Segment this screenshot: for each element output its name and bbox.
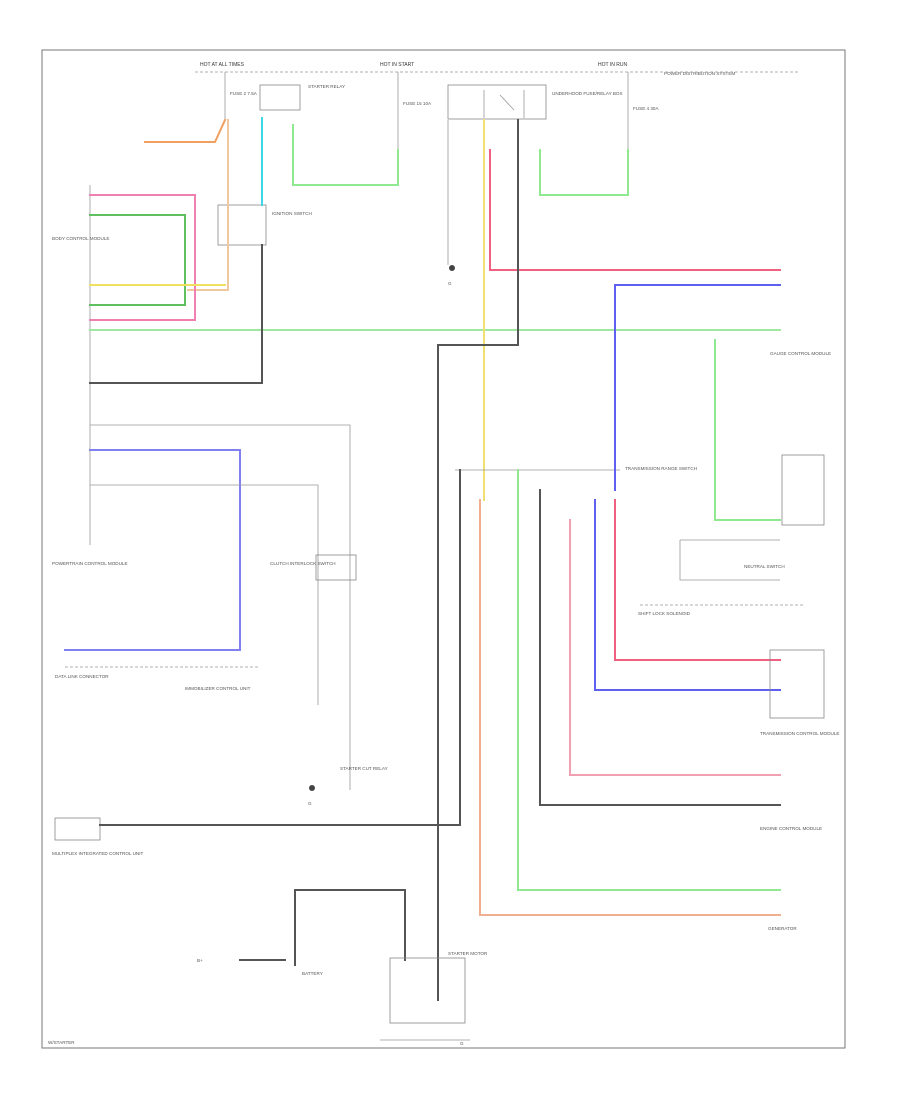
ground-left-icon [449, 265, 455, 271]
wire-black-bottom-left [99, 469, 461, 826]
neutral-switch-box [781, 454, 825, 526]
label-fuse-b: FUSE 15 10A [403, 101, 432, 106]
ground-center-icon [309, 785, 315, 791]
wire-blue-right [594, 499, 781, 691]
label-ecm: ENGINE CONTROL MODULE [760, 826, 822, 831]
wire-pink-right [569, 519, 781, 776]
starter-motor-box [389, 957, 466, 1024]
label-hot-in-run: HOT IN RUN [598, 62, 627, 68]
label-starter-relay: STARTER RELAY [308, 84, 345, 89]
label-fuse-c: FUSE 4 30A [633, 106, 659, 111]
wire-green-right-vertical [714, 339, 781, 521]
relay-box-left [259, 84, 301, 111]
wire-neutral-loop [679, 539, 780, 581]
wire-blue-right-top [614, 284, 781, 491]
wire-black-center [437, 119, 519, 1001]
wire-gray-1 [90, 424, 351, 790]
label-starter-cut-relay: STARTER CUT RELAY [340, 766, 388, 771]
label-power-distribution: POWER DISTRIBUTION SYSTEM [664, 71, 735, 76]
wire-peach [187, 119, 229, 291]
wire-pink-left [89, 194, 196, 321]
label-immobilizer: IMMOBILIZER CONTROL UNIT [185, 686, 251, 691]
label-generator: GENERATOR [768, 926, 797, 931]
wire-black-right [539, 489, 781, 806]
wire-battery-starter [294, 889, 406, 961]
label-b-plus: B+ [197, 958, 203, 963]
label-tcm-right: TRANSMISSION CONTROL MODULE [760, 731, 839, 736]
corner-tag: W/STARTER [48, 1040, 75, 1045]
label-hot-in-start: HOT IN START [380, 62, 414, 68]
fuse-relay-box [447, 84, 547, 120]
wire-green-bottom [517, 469, 781, 891]
fuse-box-contacts [483, 90, 525, 118]
label-neutral-switch: NEUTRAL SWITCH [744, 564, 785, 569]
mica-box [54, 817, 101, 841]
wire-orange-top [144, 118, 227, 143]
label-hot-all-times-left: HOT AT ALL TIMES [200, 62, 245, 68]
wire-orange-bottom [479, 499, 781, 916]
wire-gray-2 [90, 484, 319, 705]
label-mica: MULTIPLEX INTEGRATED CONTROL UNIT [52, 851, 143, 856]
label-ground-left: G [448, 281, 452, 286]
wire-blue-left [64, 449, 241, 651]
label-ground-bottom: G [460, 1041, 464, 1046]
clutch-interlock-box [315, 554, 357, 581]
label-battery: BATTERY [302, 971, 323, 976]
label-fuse-box: UNDERHOOD FUSE/RELAY BOX [552, 91, 623, 96]
wire-green-top-loop [292, 124, 399, 186]
label-shift-lock: SHIFT LOCK SOLENOID [638, 611, 691, 616]
label-bcm: BODY CONTROL MODULE [52, 236, 109, 241]
label-ignition-switch: IGNITION SWITCH [272, 211, 312, 216]
wire-green-right-loop [539, 149, 629, 196]
label-clutch-interlock: CLUTCH INTERLOCK SWITCH [270, 561, 336, 566]
label-transmission-range: TRANSMISSION RANGE SWITCH [625, 466, 697, 471]
wire-green-left [89, 214, 186, 306]
label-ground-center: G [308, 801, 312, 806]
label-starter-motor: STARTER MOTOR [448, 951, 488, 956]
wire-red-right [614, 499, 781, 661]
label-pcm: POWERTRAIN CONTROL MODULE [52, 561, 128, 566]
label-fuse-a: FUSE 2 7.5A [230, 91, 258, 96]
tcm-right-box [769, 649, 825, 719]
label-data-link: DATA LINK CONNECTOR [55, 674, 109, 679]
wire-red-top-right [489, 149, 781, 271]
wire-black-left [89, 244, 263, 384]
ignition-switch-box [217, 204, 267, 246]
label-gauge: GAUGE CONTROL MODULE [770, 351, 831, 356]
diagram-frame [41, 49, 846, 1049]
